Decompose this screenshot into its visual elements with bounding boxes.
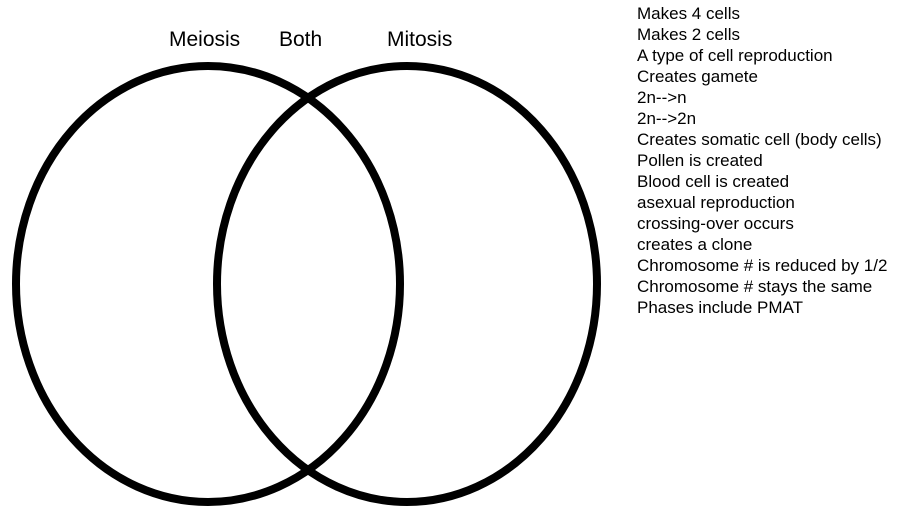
word-bank-item[interactable]: A type of cell reproduction	[637, 46, 833, 65]
word-bank-list: Makes 4 cells Makes 2 cells A type of ce…	[637, 3, 915, 318]
venn-circle-right[interactable]	[213, 62, 601, 506]
word-bank-item[interactable]: Chromosome # stays the same	[637, 277, 873, 296]
word-bank-item[interactable]: asexual reproduction	[637, 193, 795, 212]
venn-diagram-svg	[12, 62, 601, 506]
word-bank-item[interactable]: crossing-over occurs	[637, 214, 794, 233]
venn-label-mitosis: Mitosis	[387, 28, 453, 51]
venn-circle-left[interactable]	[12, 62, 404, 506]
word-bank-item[interactable]: creates a clone	[637, 235, 753, 254]
word-bank-item[interactable]: Creates gamete	[637, 67, 758, 86]
word-bank-item[interactable]: Creates somatic cell (body cells)	[637, 130, 882, 149]
word-bank-item[interactable]: 2n-->2n	[637, 109, 697, 128]
venn-label-both: Both	[279, 28, 323, 51]
word-bank-item[interactable]: Blood cell is created	[637, 172, 790, 191]
venn-diagram: Meiosis Both Mitosis	[12, 28, 601, 506]
word-bank-item[interactable]: Pollen is created	[637, 151, 763, 170]
word-bank-item[interactable]: Phases include PMAT	[637, 298, 803, 317]
word-bank-item[interactable]: Makes 2 cells	[637, 25, 740, 44]
word-bank-item[interactable]: Chromosome # is reduced by 1/2	[637, 256, 888, 275]
venn-label-meiosis: Meiosis	[169, 28, 241, 51]
word-bank-item[interactable]: Makes 4 cells	[637, 4, 740, 23]
word-bank-item[interactable]: 2n-->n	[637, 88, 687, 107]
